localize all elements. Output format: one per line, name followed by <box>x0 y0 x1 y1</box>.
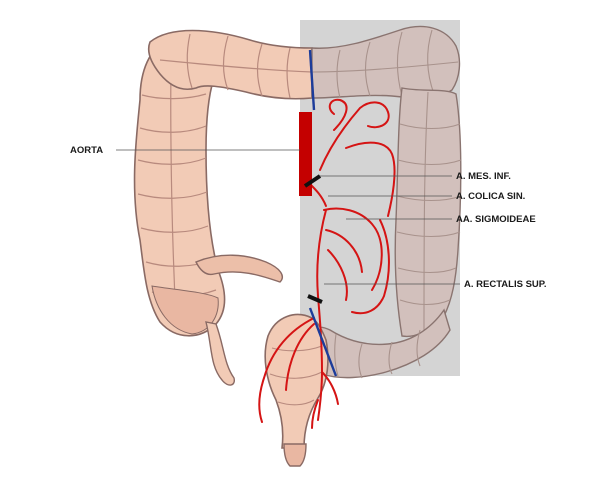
label-aorta: AORTA <box>70 145 103 156</box>
anal-canal <box>284 444 306 466</box>
appendix <box>206 322 234 385</box>
label-aa-sigmoideae: AA. SIGMOIDEAE <box>456 214 536 225</box>
label-a-rectalis-sup: A. RECTALIS SUP. <box>464 279 547 290</box>
rectum <box>265 315 328 448</box>
label-a-colica-sin: A. COLICA SIN. <box>456 191 525 202</box>
colon <box>135 27 461 466</box>
label-a-mes-inf: A. MES. INF. <box>456 171 511 182</box>
